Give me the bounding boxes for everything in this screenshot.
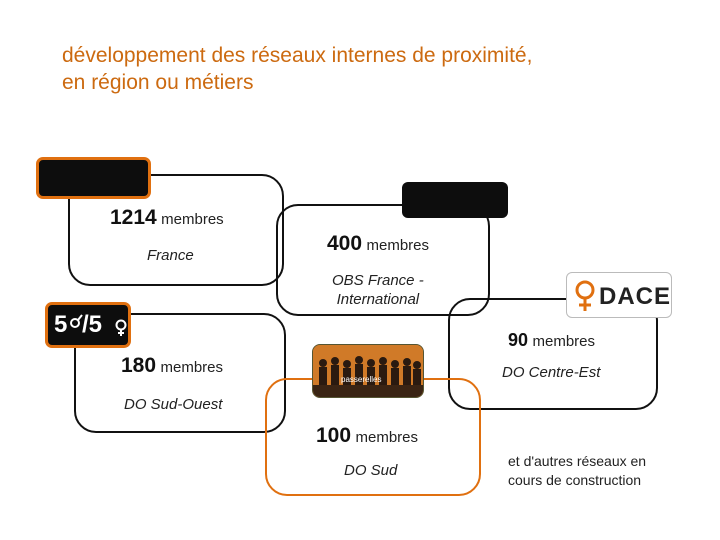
obs-count: 400 [327, 232, 362, 255]
sud-photo-caption: passerelles [341, 375, 381, 384]
other-networks-note: et d'autres réseaux en cours de construc… [508, 452, 646, 490]
female-symbol-icon [573, 279, 597, 313]
obs-label-line-2: International [332, 290, 424, 309]
dace-members-label: membres [532, 333, 595, 350]
france-members: 1214 membres [110, 206, 224, 230]
obs-members-label: membres [367, 237, 430, 254]
title-line-1: développement des réseaux internes de pr… [62, 42, 662, 69]
male-symbol-icon [69, 313, 83, 329]
note-line-2: cours de construction [508, 471, 646, 490]
sud-label: DO Sud [344, 462, 397, 479]
sud-ouest-count: 180 [121, 354, 156, 377]
france-label: France [147, 247, 194, 264]
dace-logo: DACE [566, 272, 672, 318]
sud-photo: passerelles [312, 344, 424, 398]
sud-ouest-logo: 5 /5 [45, 302, 131, 348]
dace-label: DO Centre-Est [502, 364, 600, 381]
sud-ouest-members: 180 membres [121, 354, 223, 378]
title-line-2: en région ou métiers [62, 69, 662, 96]
female-symbol-icon [114, 319, 128, 337]
crowd-silhouette-icon [313, 345, 423, 397]
sud-ouest-logo-b: /5 [82, 311, 102, 339]
dace-members: 90 membres [508, 330, 595, 351]
france-members-label: membres [161, 211, 224, 228]
sud-members: 100 membres [316, 424, 418, 448]
dace-count: 90 [508, 330, 528, 350]
sud-ouest-label: DO Sud-Ouest [124, 396, 222, 413]
obs-members: 400 membres [327, 232, 429, 256]
sud-ouest-logo-a: 5 [54, 311, 67, 339]
sud-count: 100 [316, 424, 351, 447]
obs-label: OBS France - International [332, 271, 424, 309]
dace-logo-text: DACE [599, 283, 671, 311]
obs-network-logo [402, 182, 508, 218]
note-line-1: et d'autres réseaux en [508, 452, 646, 471]
sud-ouest-members-label: membres [161, 359, 224, 376]
france-count: 1214 [110, 206, 157, 229]
page-title: développement des réseaux internes de pr… [62, 42, 662, 96]
france-network-logo [36, 157, 151, 199]
sud-members-label: membres [356, 429, 419, 446]
obs-label-line-1: OBS France - [332, 271, 424, 290]
